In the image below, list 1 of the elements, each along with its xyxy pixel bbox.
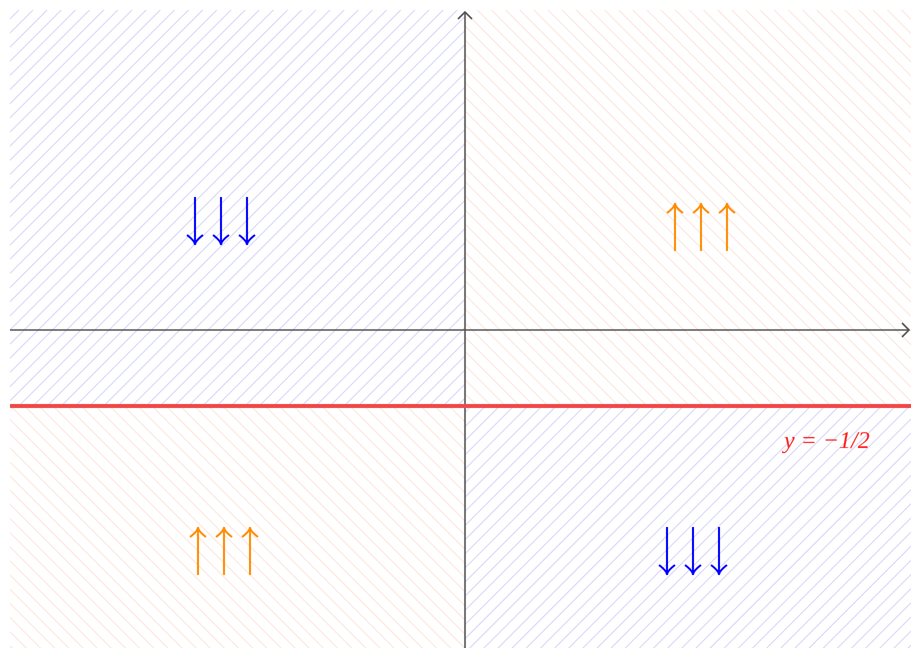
line-equation: y = −1/2 bbox=[784, 428, 870, 455]
